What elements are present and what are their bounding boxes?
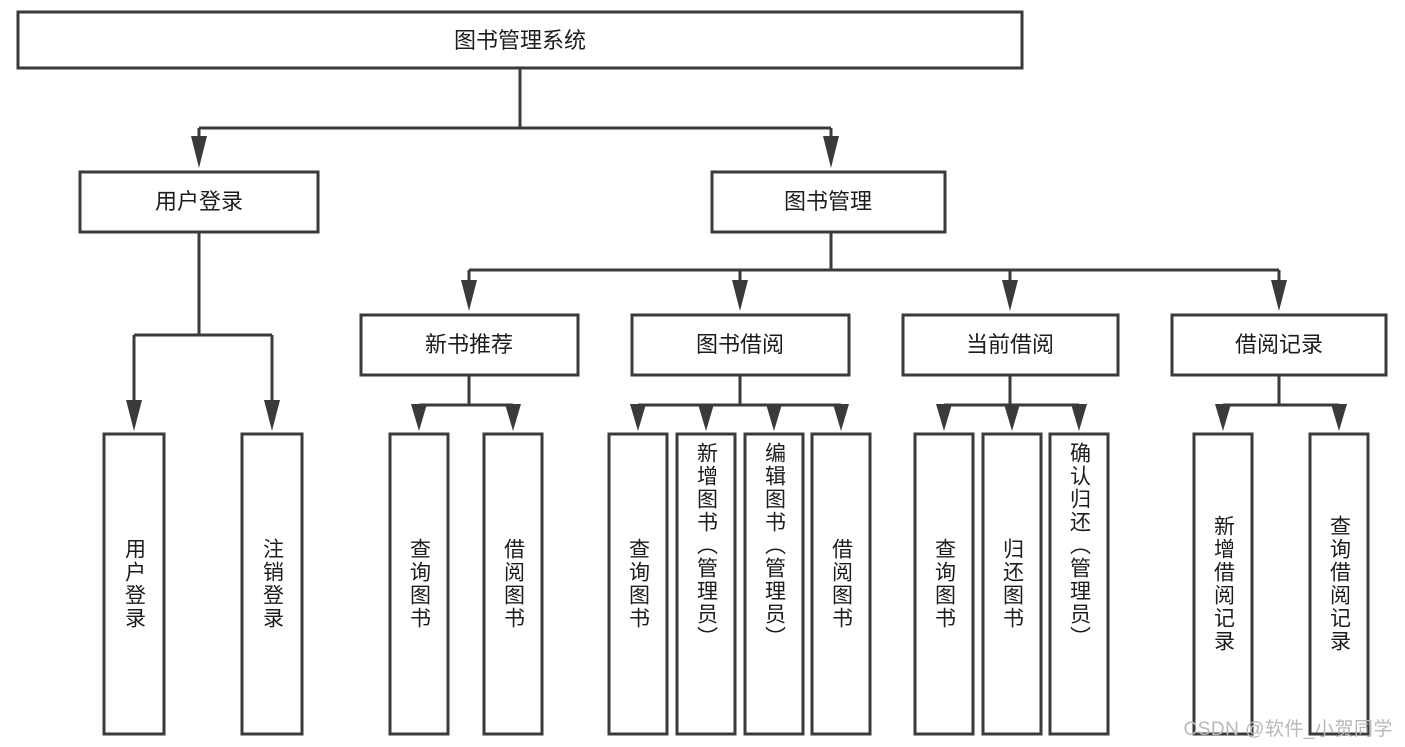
node-borrow-record-label: 借阅记录	[1235, 332, 1323, 357]
node-new-book-rec-box[interactable]	[359, 313, 580, 377]
node-current-borrow[interactable]: 当前借阅	[901, 313, 1120, 377]
node-new-book-rec[interactable]: 新书推荐	[359, 313, 580, 377]
node-borrow-record[interactable]: 借阅记录	[1170, 313, 1388, 377]
connector-group-book-manage	[461, 232, 1287, 311]
arrow-head-borrow-record	[1271, 280, 1287, 311]
leaf-box-logout[interactable]	[240, 432, 304, 736]
node-root-label: 图书管理系统	[454, 28, 586, 53]
leaf-box-user-login[interactable]	[102, 432, 166, 736]
leaf-box-query-book-3[interactable]	[913, 432, 975, 736]
connector-group-current-borrow	[936, 375, 1087, 431]
node-book-manage-box[interactable]	[710, 170, 947, 234]
node-current-borrow-label: 当前借阅	[966, 332, 1054, 357]
connector-group-new-book-rec	[411, 375, 521, 431]
connector-group-book-borrow	[630, 375, 849, 431]
arrow-head-book-borrow	[732, 280, 748, 311]
arrow-head-book-manage	[823, 136, 839, 168]
leaf-box-borrow-book-2[interactable]	[810, 432, 872, 736]
node-book-borrow-label: 图书借阅	[696, 332, 784, 357]
arrow-head-leaf-user-login	[126, 400, 142, 431]
leaf-box-query-record[interactable]	[1308, 432, 1370, 736]
arrow-head-leaf-borrow-book-2	[833, 404, 849, 431]
node-book-borrow[interactable]: 图书借阅	[630, 313, 851, 377]
node-user-login[interactable]: 用户登录	[78, 170, 320, 234]
arrow-head-leaf-borrow-book-1	[505, 404, 521, 431]
leaf-box-add-record[interactable]	[1192, 432, 1254, 736]
connector-group-root	[191, 68, 839, 168]
node-book-borrow-box[interactable]	[630, 313, 851, 377]
connector-group-user-login	[126, 232, 280, 431]
node-new-book-rec-label: 新书推荐	[425, 332, 513, 357]
arrow-head-leaf-query-book-3	[936, 404, 952, 431]
leaf-box-return-book[interactable]	[981, 432, 1043, 736]
node-borrow-record-box[interactable]	[1170, 313, 1388, 377]
node-root-box[interactable]	[16, 10, 1024, 70]
arrow-head-leaf-query-book-1	[411, 404, 427, 431]
arrow-head-leaf-logout	[264, 400, 280, 431]
arrow-head-leaf-return-book	[1004, 404, 1020, 431]
node-book-manage[interactable]: 图书管理	[710, 170, 947, 234]
node-user-login-box[interactable]	[78, 170, 320, 234]
node-current-borrow-box[interactable]	[901, 313, 1120, 377]
arrow-head-leaf-add-record	[1215, 404, 1231, 431]
leaf-box-edit-book[interactable]	[743, 432, 805, 736]
arrow-head-current-borrow	[1002, 280, 1018, 311]
csdn-watermark: CSDN @软件_小贺同学	[1183, 719, 1393, 740]
arrow-head-new-book-rec	[461, 280, 477, 311]
leaf-box-query-book-2[interactable]	[607, 432, 669, 736]
arrow-head-leaf-edit-book	[766, 404, 782, 431]
arrow-head-leaf-add-book	[698, 404, 714, 431]
leaf-box-borrow-book-1[interactable]	[482, 432, 544, 736]
arrow-head-user-login	[191, 136, 207, 168]
connector-group-borrow-record	[1215, 375, 1347, 431]
node-root[interactable]: 图书管理系统	[16, 10, 1024, 70]
node-user-login-label: 用户登录	[155, 189, 243, 214]
arrow-head-leaf-query-book-2	[630, 404, 646, 431]
leaf-box-add-book[interactable]	[675, 432, 737, 736]
node-book-manage-label: 图书管理	[784, 189, 872, 214]
leaf-boxes-group	[102, 432, 1370, 736]
leaf-box-query-book-1[interactable]	[388, 432, 450, 736]
arrow-head-leaf-query-record	[1331, 404, 1347, 431]
arrow-head-leaf-confirm-return	[1071, 404, 1087, 431]
leaf-box-confirm-return[interactable]	[1048, 432, 1110, 736]
